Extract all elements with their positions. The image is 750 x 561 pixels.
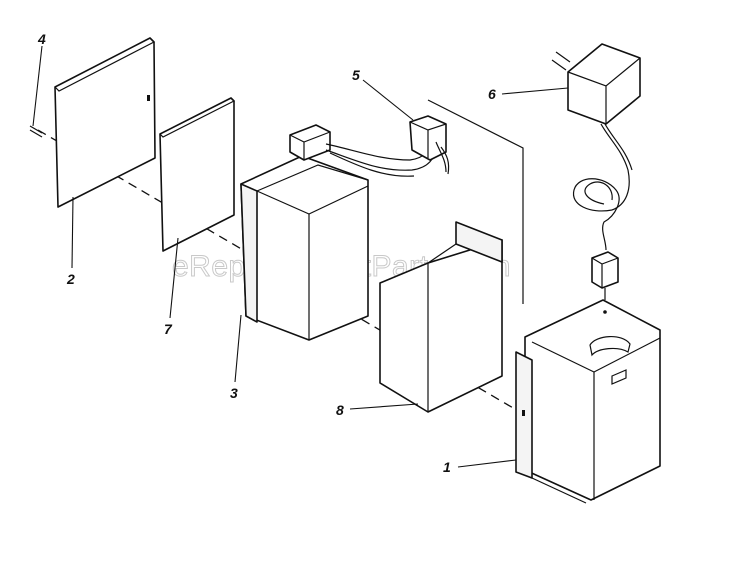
part-5-connector-cable <box>325 115 450 177</box>
callout-4: 4 <box>37 31 46 47</box>
callout-7: 7 <box>164 321 173 337</box>
leader-3 <box>234 314 242 383</box>
leader-4 <box>32 45 43 127</box>
leader-5 <box>362 79 414 121</box>
part-8-shield <box>379 221 503 413</box>
leader-6 <box>501 87 569 95</box>
leader-2 <box>71 196 74 269</box>
part-2-front-panel <box>54 37 156 208</box>
part-7-gasket-sheet <box>159 97 236 252</box>
callout-8: 8 <box>336 402 344 418</box>
leader-lines <box>32 45 569 468</box>
part-1-back-plate <box>427 99 524 304</box>
leader-7 <box>169 237 179 319</box>
leader-1 <box>457 459 517 468</box>
callout-6: 6 <box>488 86 496 102</box>
callout-2: 2 <box>66 271 75 287</box>
callout-1: 1 <box>443 459 451 475</box>
part-1-enclosure-box <box>515 299 661 504</box>
callout-3: 3 <box>230 385 238 401</box>
part-3-housing-box <box>240 124 369 341</box>
part-6-power-adapter <box>551 43 641 300</box>
callout-5: 5 <box>352 67 360 83</box>
leader-8 <box>349 403 419 410</box>
